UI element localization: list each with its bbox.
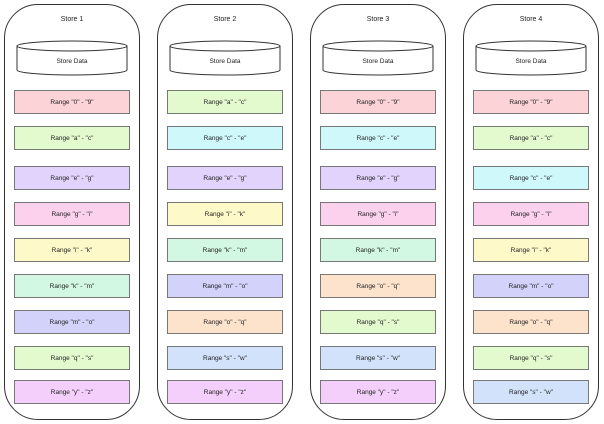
range-box: Range "y" - "z"	[14, 380, 130, 404]
range-box: Range "i" - "k"	[473, 238, 589, 262]
range-box: Range "c" - "e"	[320, 126, 436, 150]
range-box: Range "g" - "i"	[473, 202, 589, 226]
store-data-cylinder: Store Data	[475, 40, 587, 76]
range-box: Range "a" - "c"	[167, 90, 283, 114]
range-box: Range "c" - "e"	[167, 126, 283, 150]
store-2: Store 2 Store Data Range "a" - "c" Range…	[157, 4, 293, 420]
range-box: Range "0" - "9"	[14, 90, 130, 114]
range-box: Range "y" - "z"	[320, 380, 436, 404]
store-data-label: Store Data	[209, 58, 241, 65]
store-4: Store 4 Store Data Range "0" - "9" Range…	[463, 4, 599, 420]
range-box: Range "o" - "q"	[473, 310, 589, 334]
store-1: Store 1 Store Data Range "0" - "9" Range…	[4, 4, 140, 420]
store-title: Store 1	[60, 16, 84, 23]
range-box: Range "s" - "w"	[473, 380, 589, 404]
store-data-cylinder: Store Data	[169, 40, 281, 76]
store-title: Store 4	[519, 16, 543, 23]
range-box: Range "y" - "z"	[167, 380, 283, 404]
range-box: Range "k" - "m"	[14, 274, 130, 298]
range-box: Range "s" - "w"	[320, 346, 436, 370]
range-box: Range "m" - "o"	[473, 274, 589, 298]
store-data-label: Store Data	[362, 58, 394, 65]
store-title: Store 3	[366, 16, 390, 23]
range-box: Range "0" - "9"	[473, 90, 589, 114]
store-data-label: Store Data	[515, 58, 547, 65]
range-box: Range "k" - "m"	[320, 238, 436, 262]
range-box: Range "q" - "s"	[320, 310, 436, 334]
range-box: Range "c" - "e"	[473, 166, 589, 190]
range-box: Range "e" - "g"	[320, 166, 436, 190]
store-3: Store 3 Store Data Range "0" - "9" Range…	[310, 4, 446, 420]
range-box: Range "q" - "s"	[14, 346, 130, 370]
store-data-cylinder: Store Data	[322, 40, 434, 76]
range-box: Range "k" - "m"	[167, 238, 283, 262]
store-data-cylinder: Store Data	[16, 40, 128, 76]
range-box: Range "s" - "w"	[167, 346, 283, 370]
range-box: Range "q" - "s"	[473, 346, 589, 370]
range-box: Range "i" - "k"	[14, 238, 130, 262]
range-box: Range "a" - "c"	[473, 126, 589, 150]
range-box: Range "o" - "q"	[320, 274, 436, 298]
range-box: Range "i" - "k"	[167, 202, 283, 226]
range-box: Range "a" - "c"	[14, 126, 130, 150]
range-box: Range "o" - "q"	[167, 310, 283, 334]
range-box: Range "0" - "9"	[320, 90, 436, 114]
range-box: Range "e" - "g"	[14, 166, 130, 190]
range-box: Range "g" - "i"	[320, 202, 436, 226]
range-box: Range "e" - "g"	[167, 166, 283, 190]
store-data-label: Store Data	[56, 58, 88, 65]
range-box: Range "m" - "o"	[14, 310, 130, 334]
range-box: Range "g" - "i"	[14, 202, 130, 226]
range-box: Range "m" - "o"	[167, 274, 283, 298]
store-title: Store 2	[213, 16, 237, 23]
